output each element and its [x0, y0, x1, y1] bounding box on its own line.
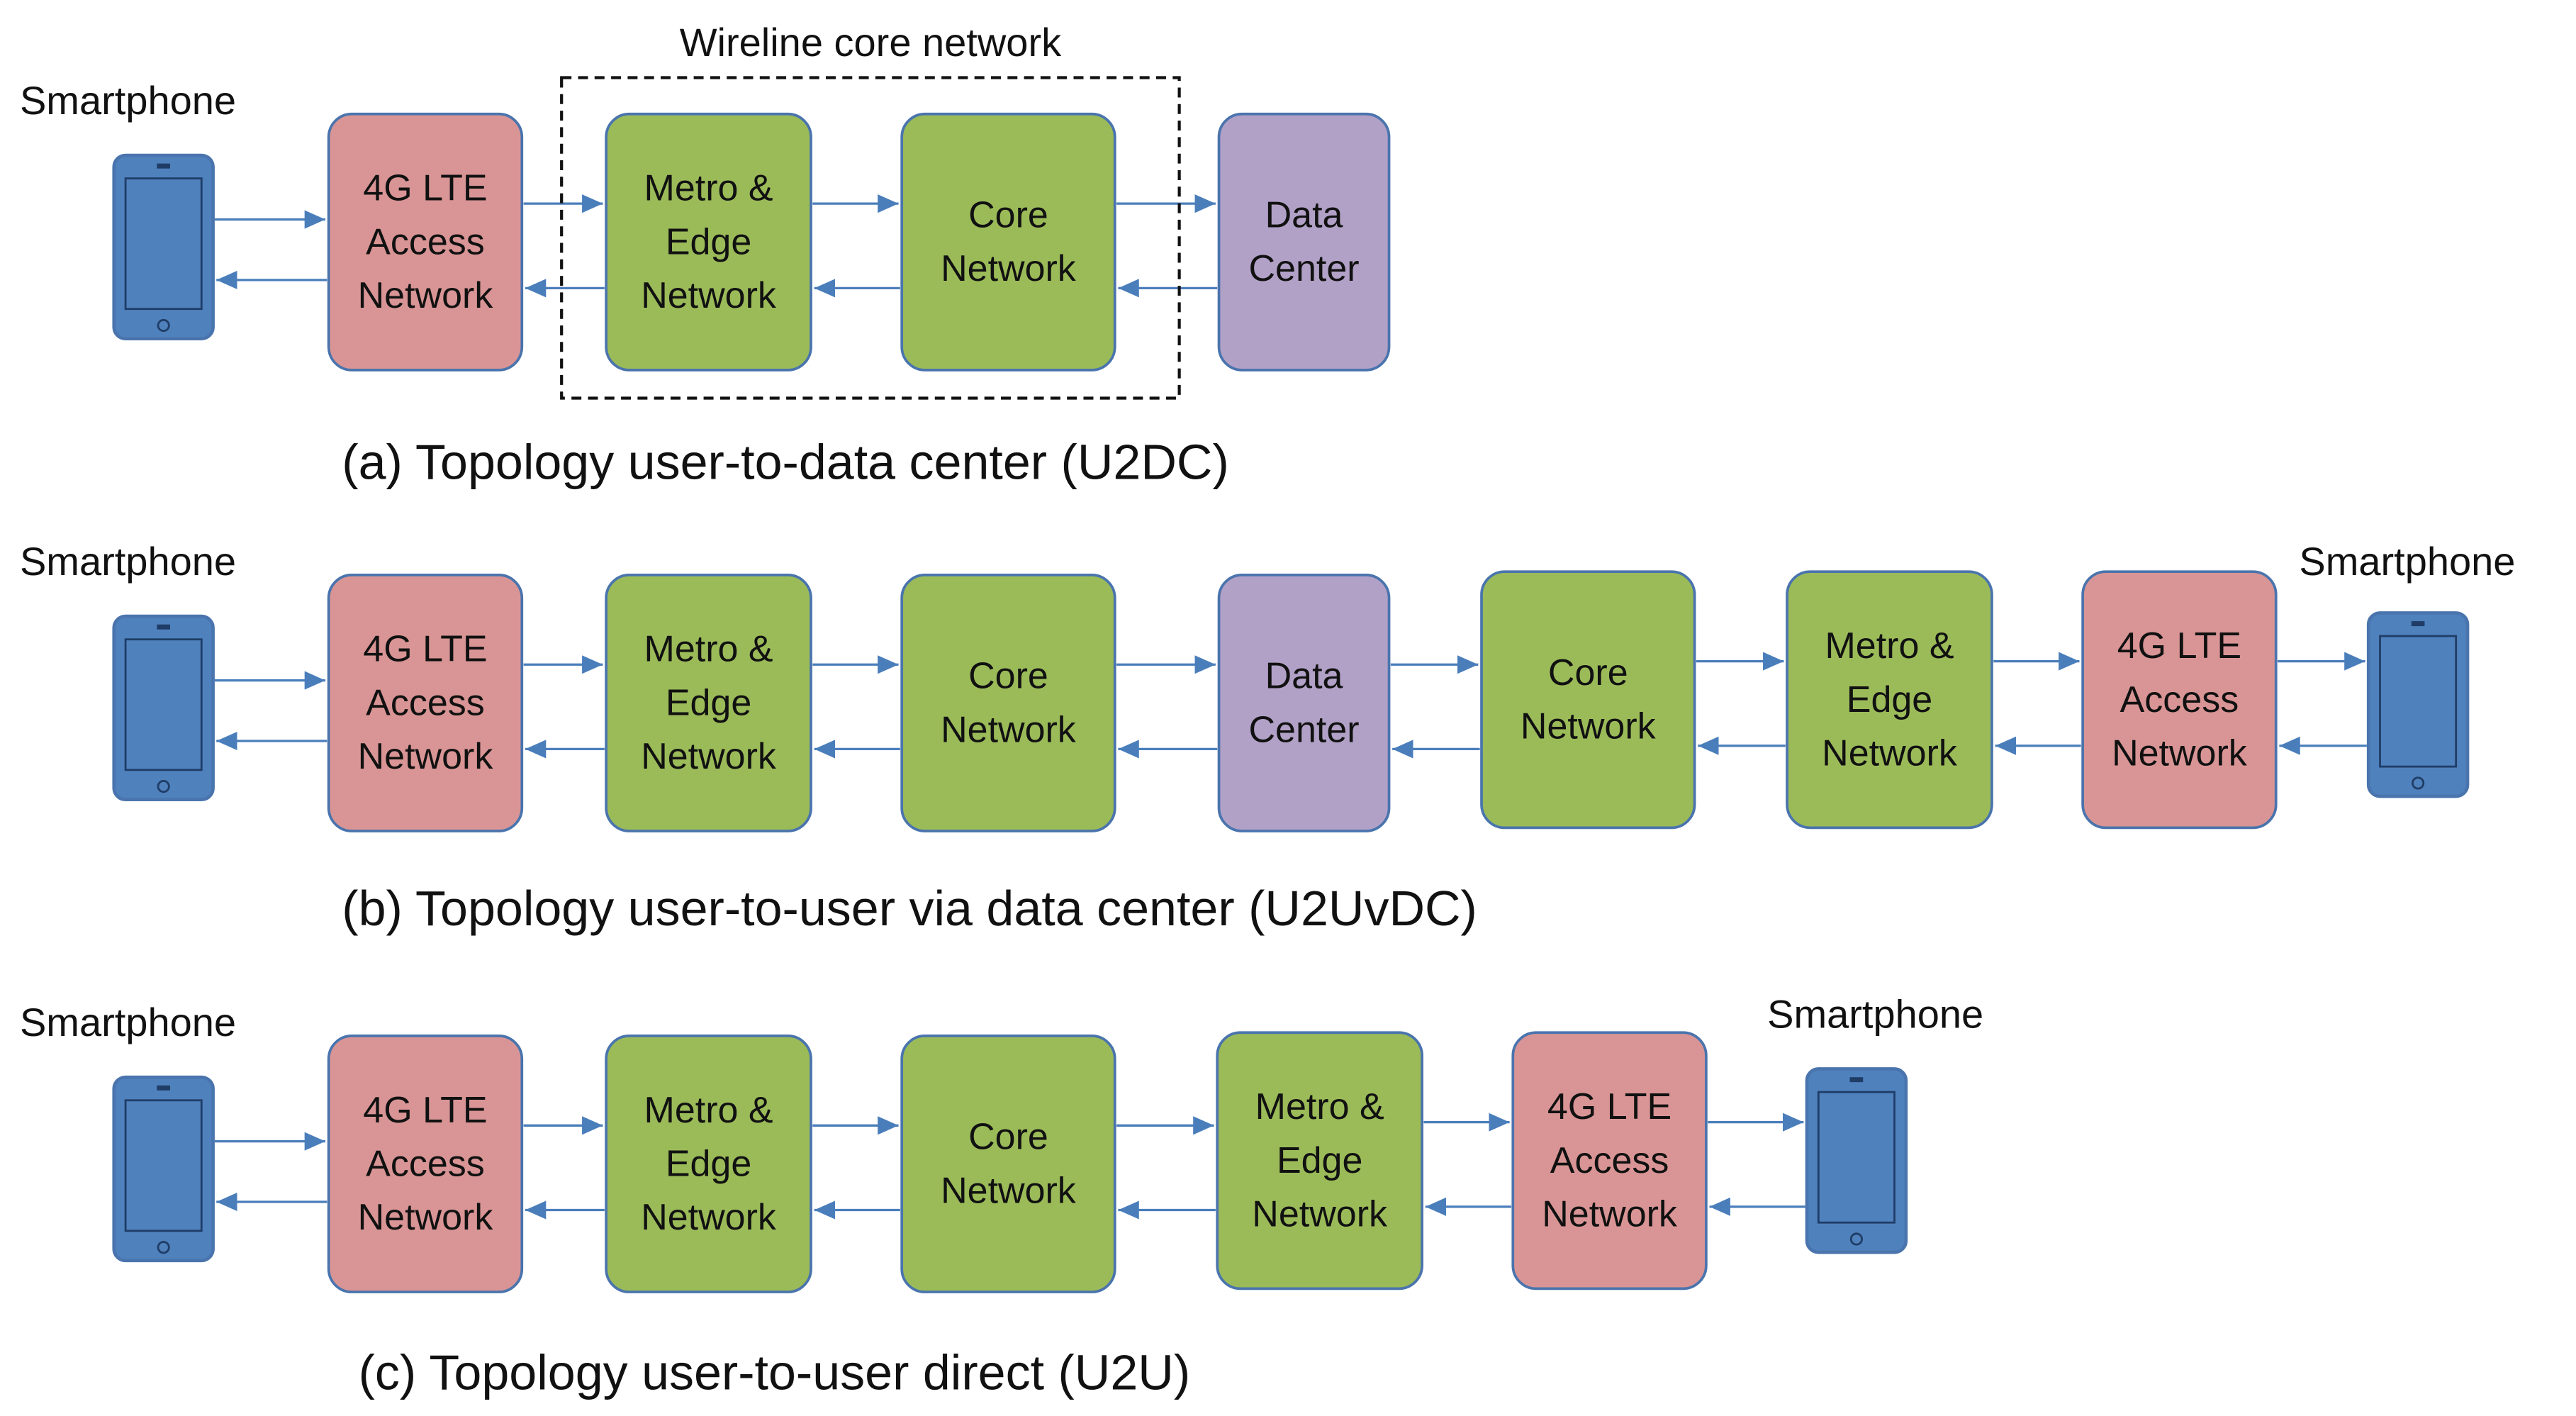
- node-label-line: Network: [1542, 1194, 1678, 1235]
- node-label-line: Edge: [1847, 679, 1932, 720]
- wireline-core-label: Wireline core network: [680, 20, 1062, 65]
- node-label-line: Center: [1248, 709, 1359, 750]
- node-label-line: Network: [641, 736, 777, 777]
- node-label-line: Network: [1822, 732, 1958, 774]
- node-label-line: Core: [968, 194, 1048, 235]
- node-label-line: Access: [366, 682, 485, 723]
- node-label-line: Metro &: [644, 629, 773, 670]
- node-label-line: Network: [358, 275, 494, 316]
- node-label-line: Metro &: [1255, 1086, 1384, 1127]
- node-label-line: Network: [358, 1197, 494, 1238]
- node-label-line: Metro &: [644, 168, 773, 209]
- node-label-line: Edge: [666, 682, 751, 723]
- smartphone-icon: [112, 614, 215, 802]
- topology-caption: (c) Topology user-to-user direct (U2U): [359, 1345, 1191, 1400]
- smartphone-icon: [112, 1075, 215, 1263]
- node-label-line: Center: [1248, 248, 1359, 289]
- node-label-line: Network: [641, 1197, 777, 1238]
- node-label-line: Network: [1521, 706, 1657, 747]
- smartphone-icon: [2366, 611, 2470, 798]
- node-label-line: 4G LTE: [363, 168, 487, 209]
- node-label-line: Core: [1548, 652, 1628, 693]
- node-label-line: 4G LTE: [1547, 1086, 1671, 1127]
- node-label-line: Access: [366, 1143, 485, 1184]
- node-label-line: Data: [1265, 656, 1343, 697]
- smartphone-label: Smartphone: [20, 539, 236, 584]
- node-label-line: 4G LTE: [363, 629, 487, 670]
- node-label-line: Network: [941, 709, 1077, 750]
- smartphone-label: Smartphone: [2299, 539, 2515, 584]
- node-label-line: Network: [2112, 732, 2248, 774]
- topology-caption: (a) Topology user-to-data center (U2DC): [342, 435, 1228, 490]
- smartphone-label: Smartphone: [20, 1000, 236, 1044]
- node-label-line: Access: [2120, 679, 2239, 720]
- node-label-line: 4G LTE: [2117, 625, 2241, 667]
- node-label-line: Edge: [666, 221, 751, 262]
- node-label-line: Data: [1265, 194, 1343, 235]
- node-label-line: Core: [968, 1117, 1048, 1158]
- node-label-line: Metro &: [644, 1090, 773, 1131]
- node-label-line: Edge: [666, 1143, 751, 1184]
- node-label-line: Network: [1252, 1194, 1388, 1235]
- node-label-line: Network: [941, 1170, 1077, 1211]
- node-label-line: Metro &: [1825, 625, 1954, 667]
- node-label-line: 4G LTE: [363, 1090, 487, 1131]
- smartphone-icon: [112, 153, 215, 340]
- wireline-core-boundary: [560, 76, 1181, 400]
- smartphone-label: Smartphone: [1767, 991, 1983, 1036]
- smartphone-label: Smartphone: [20, 78, 236, 123]
- node-label-line: Network: [941, 248, 1077, 289]
- node-label-line: Core: [968, 656, 1048, 697]
- node-label-line: Network: [641, 275, 777, 316]
- node-label-line: Network: [358, 736, 494, 777]
- node-label-line: Access: [1550, 1140, 1669, 1181]
- node-label-line: Access: [366, 221, 485, 262]
- node-label-line: Edge: [1277, 1140, 1362, 1181]
- topology-caption: (b) Topology user-to-user via data cente…: [342, 881, 1477, 936]
- smartphone-icon: [1805, 1067, 1908, 1254]
